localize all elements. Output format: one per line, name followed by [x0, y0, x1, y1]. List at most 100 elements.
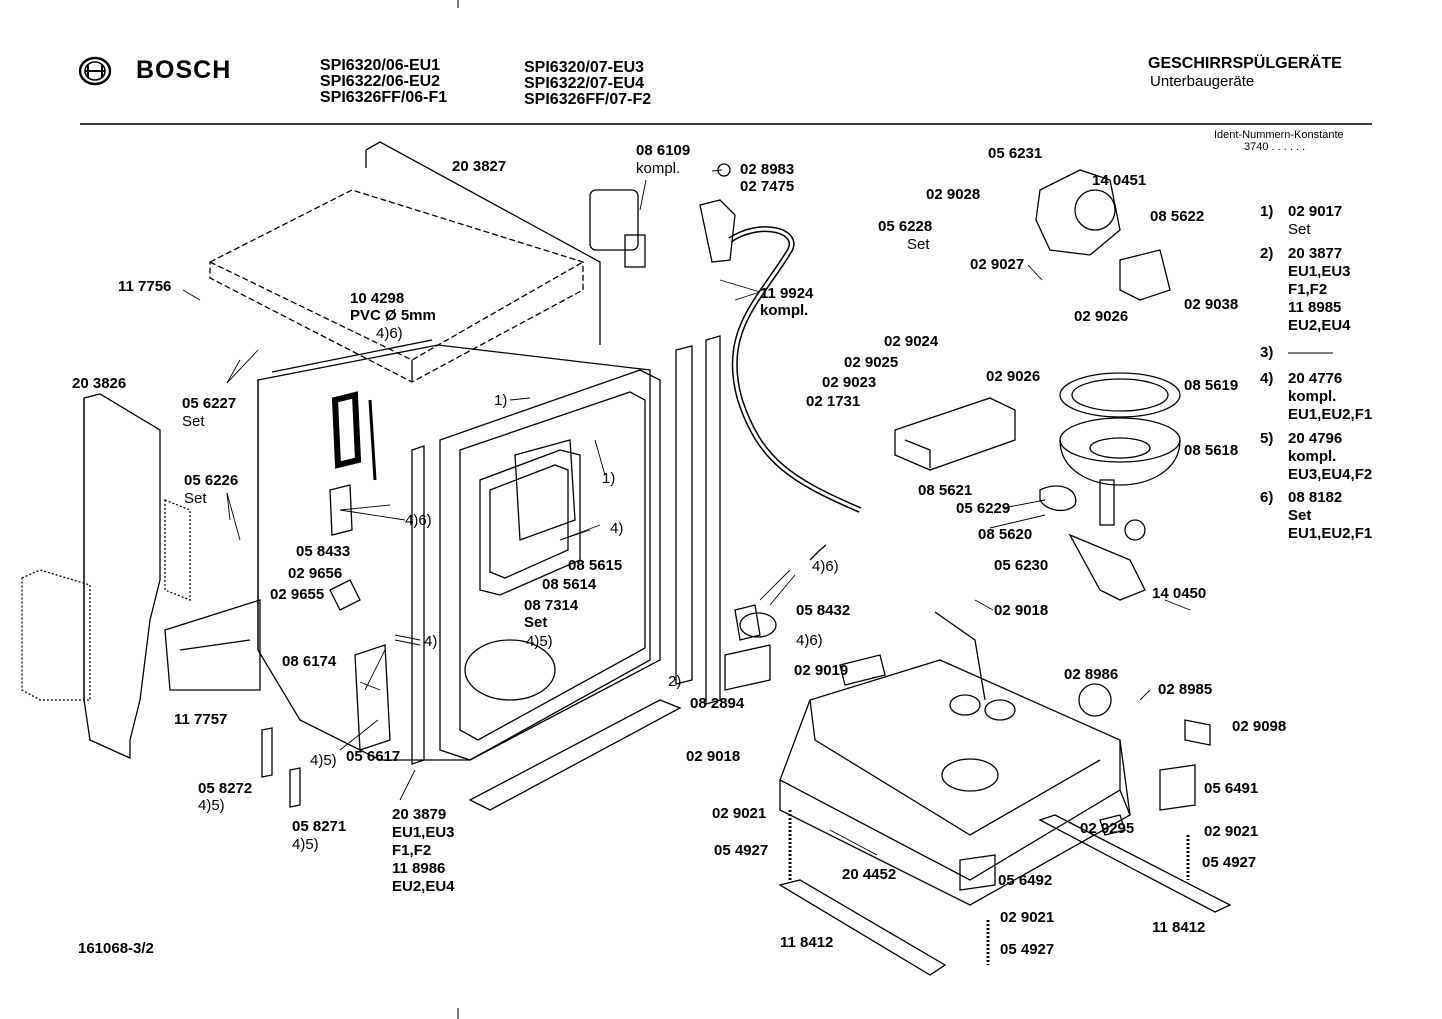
- part-label: 05 4927: [1000, 941, 1055, 958]
- part-label: 11 7757: [174, 711, 228, 728]
- part-label: 08 5618: [1184, 442, 1239, 459]
- part-label: 02 7475: [740, 178, 795, 195]
- part-label: PVC Ø 5mm: [350, 307, 436, 324]
- footnote-3: 3)———: [1260, 344, 1333, 361]
- inner-tub-frame: [439, 369, 661, 761]
- kick-strip: [468, 699, 682, 811]
- part-label: 08 5620: [978, 526, 1033, 543]
- part-label: 4)5): [292, 836, 319, 853]
- model-item: SPI6320/07-EU3: [524, 59, 645, 76]
- leader-lines: [182, 169, 1191, 856]
- part-label: 02 9025: [844, 354, 899, 371]
- part-label: 05 4927: [1202, 854, 1257, 871]
- part-label: 11 8986: [392, 860, 446, 877]
- part-label: 20 3827: [452, 158, 507, 175]
- part-label: 4)6): [812, 558, 839, 575]
- part-label: 02 8985: [1158, 681, 1213, 698]
- document-title: GESCHIRRSPÜLGERÄTE: [1148, 55, 1342, 72]
- part-label: 05 6229: [956, 500, 1011, 517]
- part-label: 4)6): [796, 632, 823, 649]
- part-label: 4): [610, 520, 624, 537]
- part-label: 08 7314: [524, 597, 579, 614]
- part-label: 4)5): [198, 797, 225, 814]
- document-number: 161068-3/2: [78, 940, 154, 957]
- part-label: 05 8271: [292, 818, 347, 835]
- part-label: EU2,EU4: [392, 878, 455, 895]
- top-cover-panel: [209, 189, 584, 383]
- part-label: 05 6617: [346, 748, 401, 765]
- part-label: 08 5614: [542, 576, 597, 593]
- part-label: 02 9021: [1204, 823, 1259, 840]
- part-label: 02 9026: [986, 368, 1041, 385]
- part-label: 02 9027: [970, 256, 1025, 273]
- model-list-2: SPI6320/07-EU3 SPI6322/07-EU4 SPI6326FF/…: [524, 60, 651, 108]
- part-label: 05 6230: [994, 557, 1049, 574]
- part-label: 08 5619: [1184, 377, 1239, 394]
- pump-assembly: [1059, 372, 1181, 541]
- ident-label: Ident-Nummern-Konstante: [1214, 129, 1344, 141]
- part-label: 4)6): [405, 512, 432, 529]
- part-label: 11 9924: [760, 285, 814, 302]
- side-panel-left: [21, 393, 191, 760]
- part-label: 05 8272: [198, 780, 253, 797]
- part-label: 1): [602, 470, 616, 487]
- model-item: SPI6322/06-EU2: [320, 73, 441, 90]
- part-label: 4): [424, 633, 438, 650]
- part-label: 4)5): [526, 633, 553, 650]
- part-label: 11 7756: [118, 278, 172, 295]
- part-label: 14 0450: [1152, 585, 1207, 602]
- part-label: EU1,EU3: [392, 824, 455, 841]
- part-label: 05 8432: [796, 602, 851, 619]
- part-label: F1,F2: [392, 842, 432, 859]
- part-label: 4)5): [310, 752, 337, 769]
- part-label: 2): [668, 673, 682, 690]
- door-seal-strip: [675, 345, 693, 685]
- model-item: SPI6326FF/06-F1: [320, 89, 448, 106]
- part-label: 02 9018: [686, 748, 741, 765]
- part-label: 05 6228: [878, 218, 933, 235]
- part-label: Set: [182, 413, 205, 430]
- part-label: 05 4927: [714, 842, 769, 859]
- part-label: 1): [494, 392, 508, 409]
- document-subtitle: Unterbaugeräte: [1150, 73, 1255, 90]
- part-label: 02 9026: [1074, 308, 1129, 325]
- ident-value: 3740 . . . . . .: [1244, 141, 1306, 153]
- part-label: 02 9656: [288, 565, 343, 582]
- foot-rail-right: [1038, 814, 1232, 913]
- part-label: kompl.: [760, 302, 809, 319]
- part-label: 08 6109: [636, 142, 691, 159]
- part-label: 05 6491: [1204, 780, 1259, 797]
- part-label: Set: [524, 614, 548, 631]
- base-frame: [779, 611, 1131, 906]
- part-label: 02 9098: [1232, 718, 1287, 735]
- part-label: 05 8433: [296, 543, 351, 560]
- part-label: 10 4298: [350, 290, 405, 307]
- part-label: 02 1731: [806, 393, 861, 410]
- part-label: kompl.: [636, 160, 681, 177]
- part-label: Set: [907, 236, 930, 253]
- part-label: 08 5615: [568, 557, 623, 574]
- part-label: Set: [184, 490, 207, 507]
- part-label: 02 9021: [712, 805, 767, 822]
- foot-rail-left: [778, 879, 947, 976]
- part-label: 08 5621: [918, 482, 973, 499]
- bosch-logo-icon: [78, 56, 112, 91]
- part-label: 05 6492: [998, 872, 1053, 889]
- model-item: SPI6322/07-EU4: [524, 75, 645, 92]
- part-label: 20 4452: [842, 866, 897, 883]
- part-label: 02 9018: [994, 602, 1049, 619]
- part-label: 4)6): [376, 325, 403, 342]
- part-label: 02 9021: [1000, 909, 1055, 926]
- part-label: 02 9295: [1080, 820, 1135, 837]
- part-label: 11 8412: [780, 934, 834, 951]
- model-item: SPI6320/06-EU1: [320, 57, 441, 74]
- part-label: 02 8983: [740, 161, 795, 178]
- part-label: 02 9028: [926, 186, 981, 203]
